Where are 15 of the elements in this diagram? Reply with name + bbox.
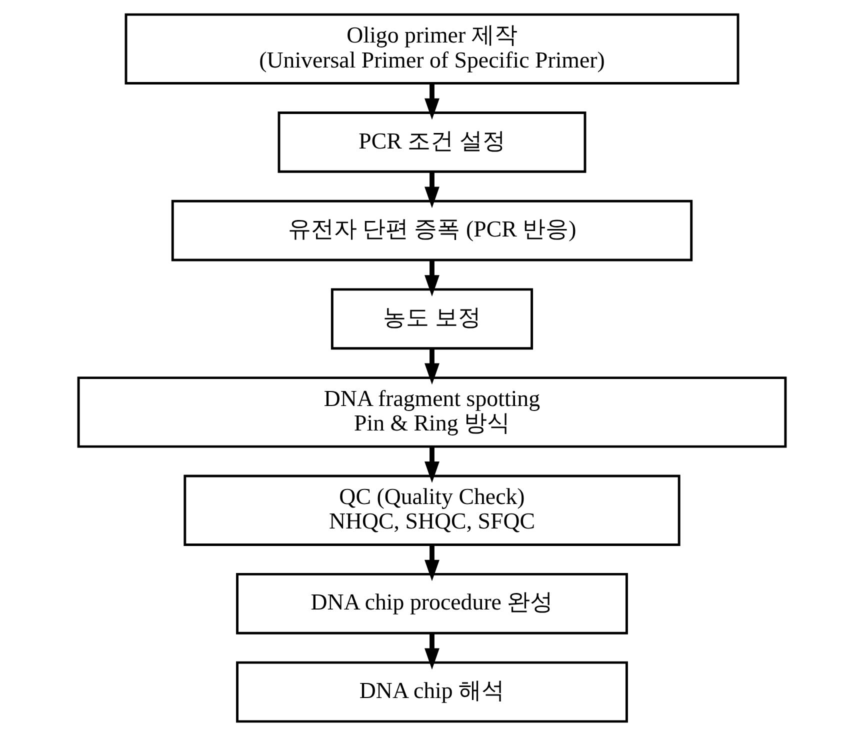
arrow [424,545,439,582]
node-box: 유전자 단편 증폭 (PCR 반응) [170,200,692,262]
arrow [424,447,439,483]
node-box: PCR 조건 설정 [277,112,586,173]
node-box: Oligo primer 제작 (Universal Primer of Specific Primer) [124,13,739,84]
node-box: DNA chip procedure 완성 [236,572,628,634]
arrow [424,84,439,120]
arrow [424,172,439,208]
node-box: DNA chip 해석 [236,661,628,723]
arrow [424,348,439,385]
node-box: 농도 보정 [330,288,533,350]
node-box: QC (Quality Check) NHQC, SHQC, SFQC [183,474,680,546]
node-box: DNA fragment spotting Pin & Ring 방식 [76,376,786,448]
arrow [424,260,439,296]
arrow [424,633,439,670]
